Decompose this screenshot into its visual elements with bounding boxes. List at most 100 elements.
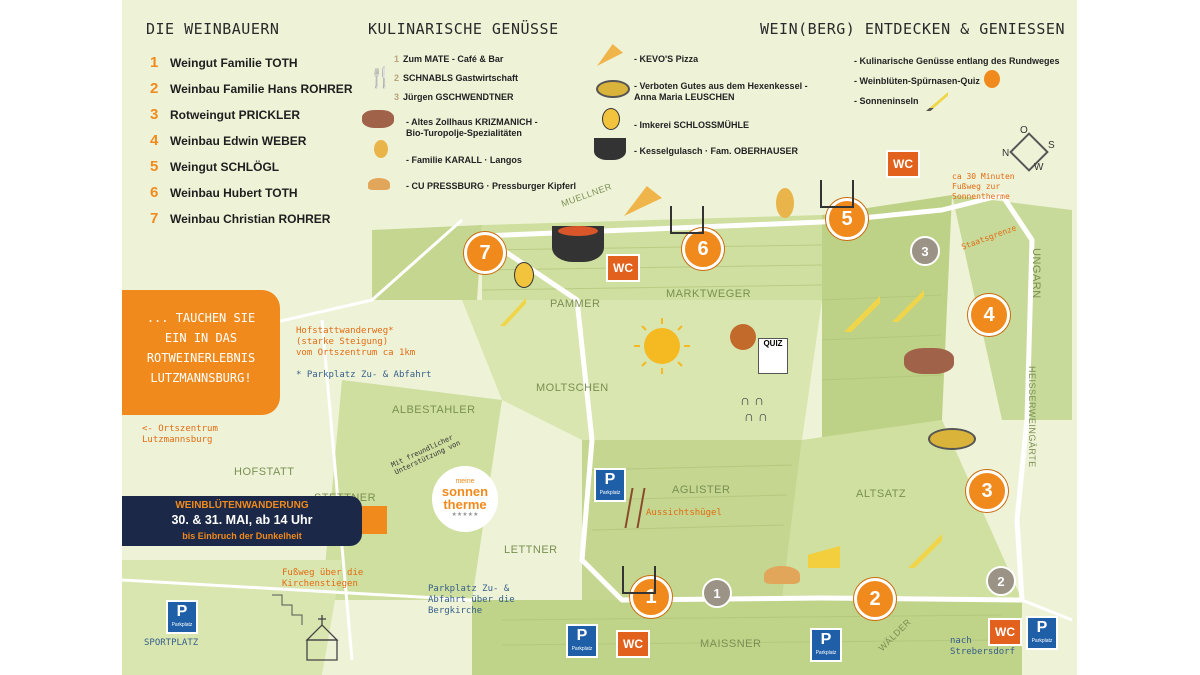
weinbauer-3: 3 Rotweingut PRICKLER [150, 106, 300, 123]
kulinarisch-item: - Kesselgulasch · Fam. OBERHAUSER [634, 146, 798, 157]
winery-marker-2[interactable]: 2 [854, 578, 896, 620]
note-line: Fußweg zur [952, 182, 1001, 191]
weinbauer-name: Weinbau Edwin WEBER [170, 133, 307, 148]
promo-line: ROTWEINERLEBNIS [146, 351, 256, 365]
note-aussicht: Aussichtshügel [646, 508, 722, 518]
winery-marker-5[interactable]: 5 [826, 198, 868, 240]
compass-e: S [1048, 140, 1055, 151]
bottle-neck [362, 506, 387, 534]
gulasch-soup-icon [558, 226, 598, 236]
kulinarisch-text: - Familie KARALL · Langos [406, 155, 522, 165]
sponsor-meine: meine [455, 478, 475, 485]
note-line: (starke Steigung) [296, 337, 389, 347]
parking-sub: Parkplatz [171, 622, 193, 628]
parking-p: P [820, 631, 832, 648]
parking-sub: Parkplatz [599, 490, 621, 496]
winery-marker-3[interactable]: 3 [966, 470, 1008, 512]
quiz-kid-icon [984, 70, 1000, 88]
weinbauer-2: 2 Weinbau Familie Hans ROHRER [150, 80, 352, 97]
wc-sign[interactable]: WC [616, 630, 650, 658]
kulinarisch-text: SCHNABLS Gastwirtschaft [403, 73, 519, 83]
winery-marker-7[interactable]: 7 [464, 232, 506, 274]
compass-w: N [1002, 148, 1010, 159]
pan-icon [928, 428, 976, 450]
pan-icon [596, 80, 630, 98]
weinbauer-name: Weinbau Christian ROHRER [170, 211, 331, 226]
winery-marker-6[interactable]: 6 [682, 228, 724, 270]
weinbauer-num: 2 [150, 80, 159, 97]
cauldron-icon [594, 138, 626, 160]
gastro-marker-2[interactable]: 2 [986, 566, 1016, 596]
wc-sign[interactable]: WC [886, 150, 920, 178]
kulinarisch-text: - Altes Zollhaus KRIZMANICH - [406, 117, 538, 127]
kulinarisch-item: - Altes Zollhaus KRIZMANICH -Bio-Turopol… [406, 117, 538, 139]
kulinarisch-text: - KEVO'S Pizza [634, 54, 699, 64]
weinbauer-name: Weingut Familie TOTH [170, 55, 298, 70]
parking-sign[interactable]: P Parkplatz [1026, 616, 1058, 650]
event-until: bis Einbruch der Dunkelheit [182, 531, 302, 541]
wc-sign[interactable]: WC [606, 254, 640, 282]
parking-sub: Parkplatz [1031, 638, 1053, 644]
hut-icon [622, 566, 656, 594]
hut-icon [670, 206, 704, 234]
entdecken-item: - Sonneninseln [854, 96, 919, 106]
kulinarisch-item: - Familie KARALL · Langos [406, 155, 522, 166]
bee-icon [514, 262, 534, 288]
langos-icon [374, 140, 388, 158]
sponsor-logo: meine sonnen therme ★★★★★ [432, 466, 498, 532]
kulinarisch-num: 1 [394, 54, 400, 64]
quiz-kid-icon [730, 324, 756, 350]
field-aglister: AGLISTER [672, 484, 731, 496]
weinbauer-name: Rotweingut PRICKLER [170, 107, 300, 122]
weinbauer-num: 7 [150, 210, 159, 227]
weinbauer-num: 4 [150, 132, 159, 149]
weinbauern-title: DIE WEINBAUERN [146, 20, 280, 38]
gastro-marker-3[interactable]: 3 [910, 236, 940, 266]
field-heisserweingarten: HEISSERWEINGÄRTE [1027, 366, 1037, 468]
weinbauer-7: 7 Weinbau Christian ROHRER [150, 210, 330, 227]
winery-marker-4[interactable]: 4 [968, 294, 1010, 336]
kulinarisch-text: - Kesselgulasch · Fam. OBERHAUSER [634, 146, 799, 156]
kulinarisch-text: - CU PRESSBURG · Pressburger Kipferl [406, 181, 577, 191]
weinbauer-num: 5 [150, 158, 159, 175]
note-line: <- Ortszentrum [142, 424, 218, 434]
promo-line: LUTZMANNSBURG! [150, 371, 252, 385]
kulinarisch-title: KULINARISCHE GENÜSSE [368, 20, 559, 38]
wc-sign[interactable]: WC [988, 618, 1022, 646]
sponsor-stars: ★★★★★ [451, 512, 479, 518]
kulinarisch-text: Jürgen GSCHWENDTNER [403, 92, 514, 102]
parking-p: P [1036, 619, 1048, 636]
parking-sign[interactable]: P Parkplatz [594, 468, 626, 502]
weinbauer-num: 6 [150, 184, 159, 201]
note-parkplatz-zu: * Parkplatz Zu- & Abfahrt [296, 370, 432, 380]
kulinarisch-text2: Bio-Turopolje-Spezialitäten [406, 128, 522, 138]
hut-icon [820, 180, 854, 208]
kulinarisch-item: - Imkerei SCHLOSSMÜHLE [634, 120, 749, 131]
parking-p: P [604, 471, 616, 488]
parking-p: P [176, 603, 188, 620]
gastro-marker-1[interactable]: 1 [702, 578, 732, 608]
parking-sign[interactable]: P Parkplatz [166, 600, 198, 634]
note-line: Sonnentherme [952, 192, 1010, 201]
event-banner: WEINBLÜTENWANDERUNG 30. & 31. MAI, ab 14… [122, 496, 362, 546]
weinbauer-4: 4 Weinbau Edwin WEBER [150, 132, 306, 149]
field-albestahler: ALBESTAHLER [392, 404, 476, 416]
croissant-icon [764, 566, 800, 584]
parking-p: P [576, 627, 588, 644]
cutlery-icon: 🍴 [368, 67, 393, 89]
note-hofstattweg: Hofstattwanderweg*(starke Steigung)vom O… [296, 326, 415, 359]
winery-marker-1[interactable]: 1 [630, 576, 672, 618]
weinbauer-num: 3 [150, 106, 159, 123]
entdecken-item: - Weinblüten-Spürnasen-Quiz [854, 76, 980, 86]
promo-line: ... TAUCHEN SIE [146, 311, 256, 325]
weinbauer-name: Weinbau Familie Hans ROHRER [170, 81, 353, 96]
kulinarisch-item: - KEVO'S Pizza [634, 54, 698, 65]
